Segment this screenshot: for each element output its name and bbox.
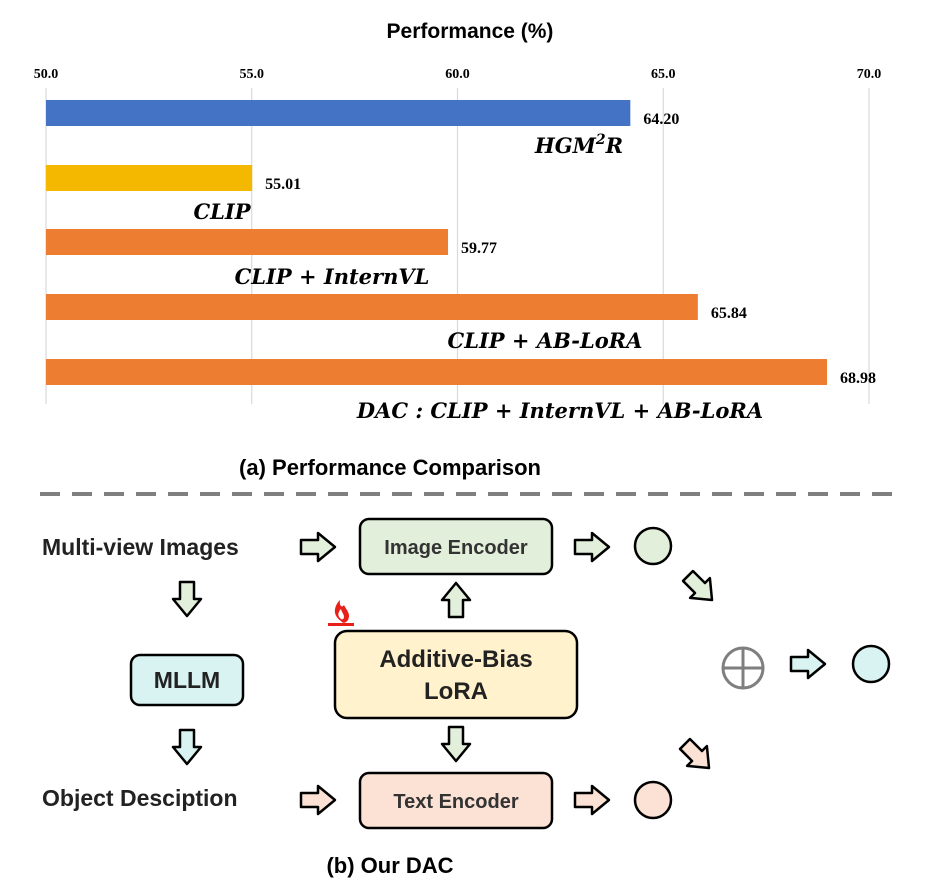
- lora-label-line2: LoRA: [424, 678, 488, 705]
- text-encoder-label: Text Encoder: [393, 791, 518, 813]
- bar-4: [46, 359, 828, 385]
- lora-label-line1: Additive-Bias: [379, 646, 532, 673]
- arrow-text-feature-to-sum: [673, 732, 721, 780]
- diagram-caption: (b) Our DAC: [326, 853, 453, 878]
- chart-value-labels: 64.20 55.01 59.77 65.84 68.98: [265, 111, 876, 387]
- multi-view-images-label: Multi-view Images: [42, 534, 239, 560]
- arrow-text-encoder-out: [573, 784, 611, 816]
- fire-icon: [328, 600, 354, 626]
- arrow-image-to-mllm: [171, 580, 203, 618]
- text-encoder-box: [358, 771, 554, 830]
- arrow-image-encoder-out: [573, 531, 611, 563]
- mllm-box: [129, 653, 245, 707]
- output-feature-circle: [851, 644, 891, 684]
- category-label: HGM2R: [534, 132, 623, 158]
- x-tick-label: 70.0: [857, 67, 882, 82]
- arrow-images-to-encoder: [299, 531, 337, 563]
- object-description-label: Object Desciption: [42, 785, 238, 811]
- chart-title: Performance (%): [387, 20, 554, 43]
- additive-bias-lora-box: [333, 629, 579, 720]
- x-tick-label: 65.0: [651, 67, 676, 82]
- arrow-description-to-encoder: [299, 784, 337, 816]
- category-label: CLIP + InternVL: [235, 264, 430, 289]
- bar-3: [46, 294, 698, 320]
- chart-caption: (a) Performance Comparison: [239, 455, 541, 480]
- chart-category-labels: HGM2R CLIP CLIP + InternVL CLIP + AB-LoRA DA…: [193, 132, 763, 423]
- image-encoder-label: Image Encoder: [384, 537, 528, 559]
- chart-bars: [46, 100, 828, 385]
- sum-operator-icon: [721, 646, 765, 690]
- text-feature-circle: [633, 780, 673, 820]
- dac-diagram: Multi-view Images Object Desciption MLLM…: [42, 517, 891, 878]
- bar-2: [46, 229, 449, 255]
- chart-gridlines: [45, 88, 870, 404]
- image-encoder-box: [358, 517, 554, 576]
- category-label: DAC : CLIP + InternVL + AB-LoRA: [356, 398, 763, 423]
- bar-1: [46, 165, 253, 191]
- value-label: 65.84: [711, 305, 747, 322]
- value-label: 68.98: [840, 370, 876, 387]
- category-label: CLIP: [193, 199, 251, 224]
- chart-tick-labels: 50.0 55.0 60.0 65.0 70.0: [34, 67, 882, 82]
- value-label: 59.77: [461, 240, 497, 257]
- value-label: 55.01: [265, 176, 301, 193]
- x-tick-label: 50.0: [34, 67, 59, 82]
- arrow-sum-to-output: [789, 648, 827, 680]
- performance-chart: Performance (%) 50.0 55.0 60.0 65.0 70.0 64.…: [34, 20, 882, 480]
- image-feature-circle: [633, 526, 673, 566]
- arrow-lora-to-image-encoder: [440, 581, 472, 619]
- arrow-mllm-to-description: [171, 728, 203, 766]
- arrow-image-feature-to-sum: [676, 564, 724, 612]
- bar-0: [46, 100, 631, 126]
- value-label: 64.20: [643, 111, 679, 128]
- mllm-label: MLLM: [154, 667, 220, 693]
- arrow-lora-to-text-encoder: [440, 725, 472, 763]
- category-label: CLIP + AB-LoRA: [448, 328, 643, 353]
- x-tick-label: 55.0: [240, 67, 265, 82]
- x-tick-label: 60.0: [445, 67, 470, 82]
